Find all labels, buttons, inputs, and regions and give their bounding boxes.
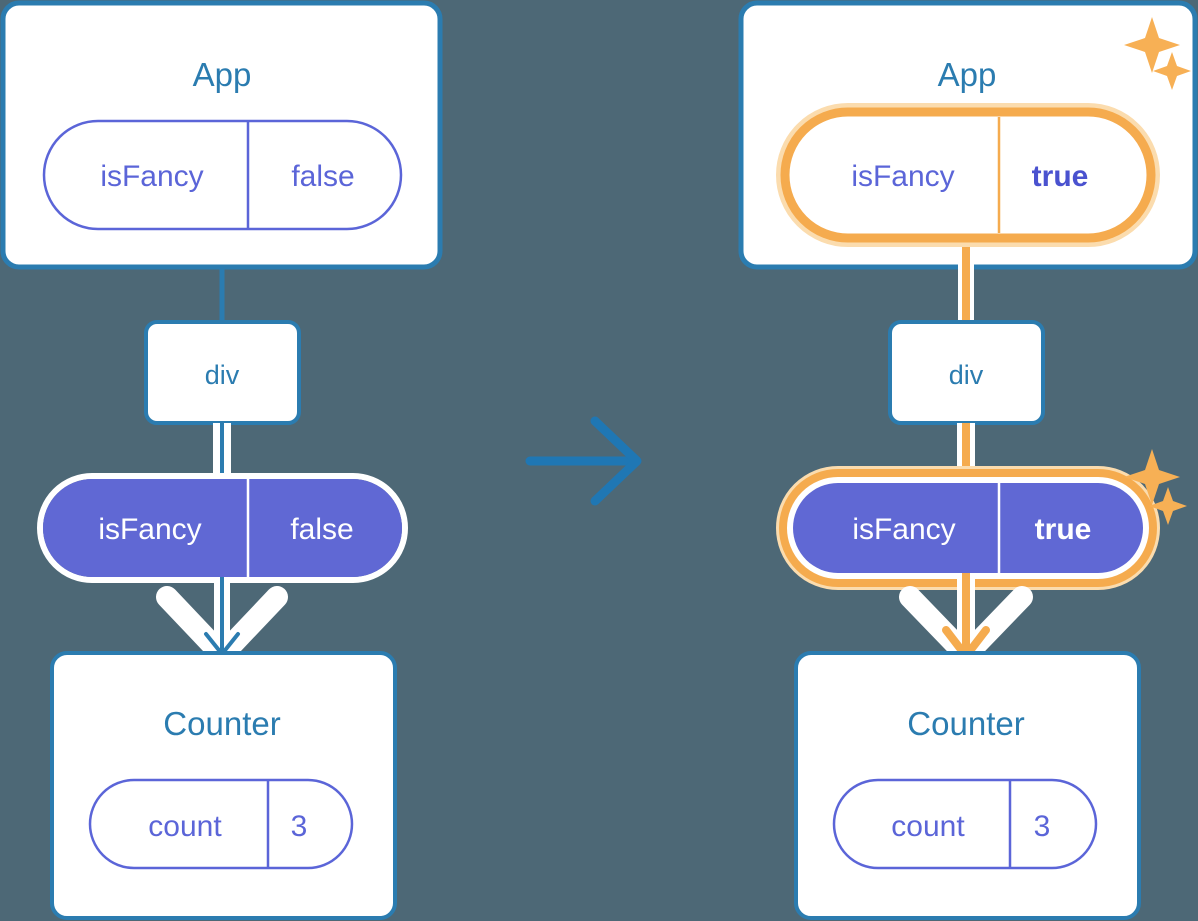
counter-state-pill-key-after: count <box>891 810 965 843</box>
app-card-title-before: App <box>193 56 252 93</box>
prop-pill-before <box>43 479 402 577</box>
counter-card-title-after: Counter <box>907 705 1024 742</box>
panel-before: App isFancy false div isFancy false Coun… <box>0 0 443 920</box>
counter-state-pill-after <box>832 778 1098 870</box>
app-state-pill-key-before: isFancy <box>100 160 203 193</box>
sparkle-icon-app-after <box>1124 17 1191 90</box>
prop-pill-value-after: true <box>1035 513 1092 546</box>
counter-state-pill-value-before: 3 <box>291 810 308 843</box>
flow-arrow-to-counter-before <box>156 577 288 666</box>
prop-pill-value-before: false <box>290 513 353 546</box>
app-state-pill-before <box>42 119 403 231</box>
counter-card-title-before: Counter <box>163 705 280 742</box>
arrow-right-icon <box>525 416 642 506</box>
transition-arrow-wrapper <box>525 416 642 506</box>
prop-pill-key-after: isFancy <box>852 513 955 546</box>
counter-state-pill-before <box>88 778 354 870</box>
sparkle-icon-prop-after <box>1124 449 1187 525</box>
prop-pill-after <box>793 483 1143 573</box>
app-state-pill-ring-after <box>780 107 1156 243</box>
counter-state-pill-value-after: 3 <box>1034 810 1051 843</box>
app-state-pill-value-after: true <box>1032 160 1089 193</box>
app-card-title-after: App <box>938 56 997 93</box>
app-state-pill-key-after: isFancy <box>851 160 954 193</box>
div-node-label-after: div <box>949 360 984 390</box>
counter-state-pill-key-before: count <box>148 810 222 843</box>
panel-after: App isFancy true div isFancy true <box>738 0 1198 920</box>
div-node-label-before: div <box>205 360 240 390</box>
prop-pill-key-before: isFancy <box>98 513 201 546</box>
app-state-pill-value-before: false <box>291 160 354 193</box>
